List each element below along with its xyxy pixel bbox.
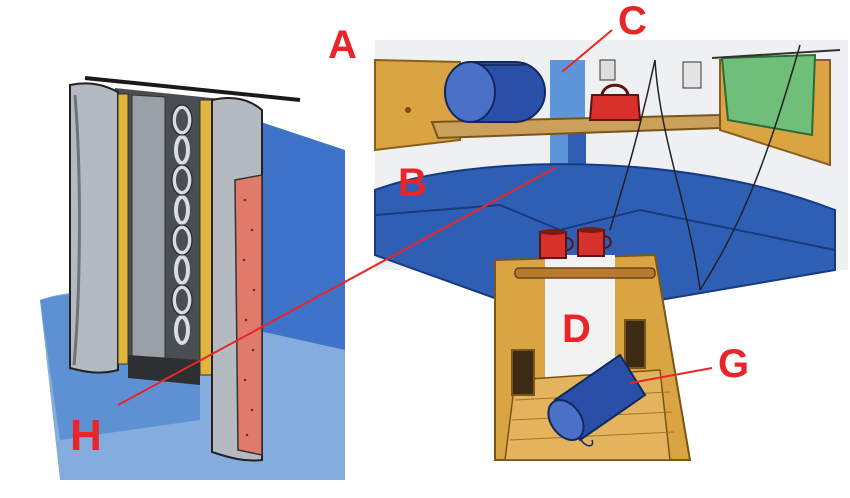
tote-bag-icon [588,83,642,121]
sleeping-bag-icon [444,61,546,123]
chain-locker-inset [40,76,345,480]
leader-line-g [629,367,713,384]
v-berth-scene [374,40,848,461]
leader-line-h [117,167,556,406]
label-h: H [70,411,102,460]
label-a: A [328,23,357,67]
label-c: C [618,0,647,43]
leader-line-c [561,29,613,73]
label-d: D [562,307,591,351]
chain-icon [172,105,192,345]
leader-lines [117,29,713,406]
label-b: B [398,161,427,205]
rolled-bag-icon [547,353,647,447]
coffee-mugs-icon [539,227,612,259]
callout-labels: A B C D G H [70,0,749,460]
label-g: G [718,342,749,386]
